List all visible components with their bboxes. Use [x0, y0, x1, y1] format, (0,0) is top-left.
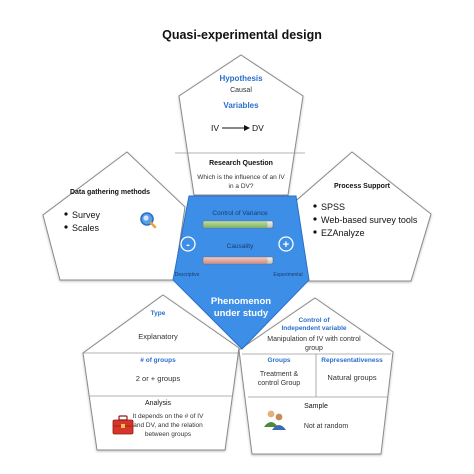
groups-count-label: # of groups: [140, 357, 176, 364]
representativeness-label: Representativeness: [321, 357, 383, 364]
process-support-item: Web-based survey tools: [321, 215, 418, 225]
data-gathering-heading: Data gathering methods: [70, 189, 150, 196]
top-pentagon: Hypothesis Causal Variables IV DV Resear…: [175, 54, 305, 196]
control-of-variance-bar: [202, 220, 274, 229]
causality-bar: [202, 256, 274, 265]
page-title: Quasi-experimental design: [162, 28, 322, 42]
people-icon: [264, 410, 286, 430]
control-iv-value-line1: Manipulation of IV with control: [267, 336, 361, 343]
phenomenon-line1: Phenomenon: [211, 296, 271, 307]
descriptive-label: Descriptive: [175, 272, 200, 278]
hypothesis-label: Hypothesis: [219, 74, 263, 83]
bottom-right-pentagon: Control of Independent variable Manipula…: [238, 297, 394, 455]
process-support-heading: Process Support: [334, 183, 391, 190]
center-pentagon: Control of Variance Causality - + Descri…: [172, 195, 310, 350]
dv-label: DV: [252, 123, 264, 133]
experimental-label: Experimental: [273, 272, 302, 278]
hypothesis-value: Causal: [230, 87, 252, 94]
groups-label: Groups: [267, 357, 290, 364]
representativeness-value: Natural groups: [327, 373, 376, 382]
sample-label: Sample: [304, 403, 328, 410]
phenomenon-line2: under study: [214, 308, 269, 319]
groups-count-value: 2 or + groups: [136, 374, 181, 383]
variables-label: Variables: [223, 101, 259, 110]
right-pentagon: Process Support SPSS Web-based survey to…: [289, 151, 432, 282]
process-support-item: EZAnalyze: [321, 228, 365, 238]
control-iv-label-line1: Control of: [298, 317, 330, 324]
type-label: Type: [151, 310, 166, 317]
control-iv-label-line2: Independent variable: [281, 325, 346, 332]
toolbox-icon: [112, 415, 134, 435]
svg-text:+: +: [283, 239, 289, 251]
control-of-variance-label: Control of Variance: [212, 210, 268, 217]
groups-value-line1: Treatment &: [260, 371, 299, 378]
svg-text:-: -: [186, 239, 190, 251]
bottom-left-pentagon: Type Explanatory # of groups 2 or + grou…: [82, 294, 240, 451]
analysis-line3: between groups: [145, 431, 192, 438]
plus-icon: +: [278, 236, 294, 252]
research-question-line1: Which is the influence of an IV: [197, 174, 285, 181]
minus-icon: -: [180, 236, 196, 252]
data-gathering-item: Scales: [72, 223, 100, 233]
research-question-label: Research Question: [209, 160, 273, 167]
analysis-label: Analysis: [145, 400, 172, 407]
type-value: Explanatory: [138, 332, 178, 341]
causality-label: Causality: [227, 243, 254, 250]
analysis-line2: and DV, and the relation: [133, 422, 203, 429]
process-support-item: SPSS: [321, 202, 345, 212]
control-iv-value-line2: group: [305, 345, 323, 352]
analysis-line1: It depends on the # of IV: [133, 413, 204, 420]
data-gathering-item: Survey: [72, 210, 101, 220]
groups-value-line2: control Group: [258, 380, 301, 387]
left-pentagon: Data gathering methods Survey Scales: [42, 151, 186, 281]
research-question-line2: in a DV?: [229, 183, 254, 190]
sample-value: Not at random: [304, 423, 349, 430]
iv-label: IV: [211, 123, 219, 133]
magnifier-icon: [140, 212, 157, 229]
